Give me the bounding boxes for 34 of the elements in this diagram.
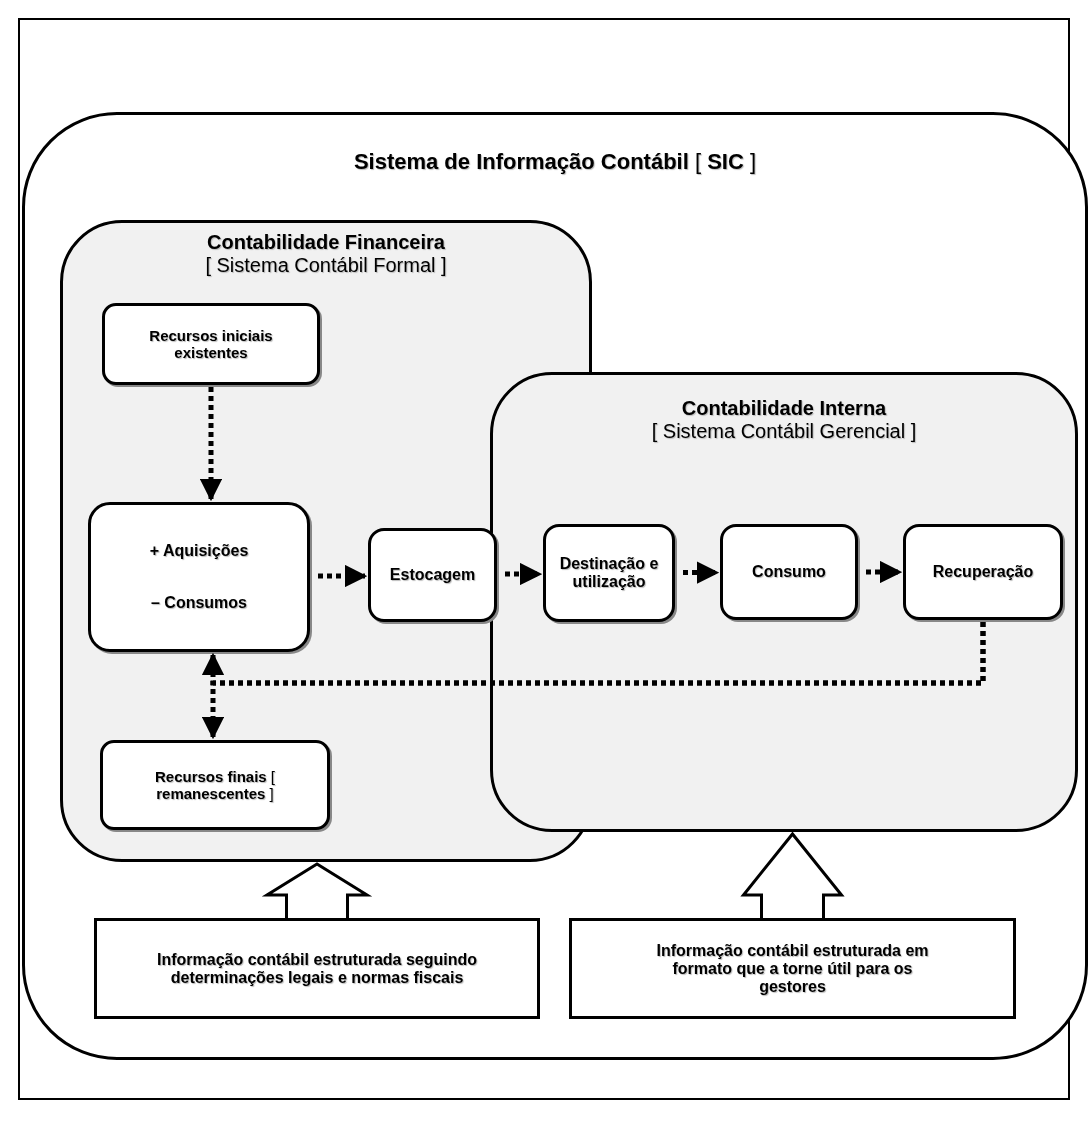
node-title: Estocagem <box>388 566 477 584</box>
node-title: Sistema de Informação Contábil [ SIC ] <box>353 149 757 175</box>
arrow <box>505 562 543 586</box>
node-title: Contabilidade Interna <box>681 397 887 420</box>
node-title: Consumo <box>751 563 827 581</box>
node-title: Contabilidade Financeira <box>207 231 445 254</box>
arrow <box>318 564 368 588</box>
node-subtitle: [ Sistema Contábil Gerencial ] <box>651 420 917 443</box>
block-arrow <box>740 831 845 920</box>
arrow <box>866 560 903 584</box>
node-title: Recursos iniciais existentes <box>148 327 274 361</box>
info-box <box>94 918 540 1019</box>
process-box <box>903 524 1063 620</box>
info-box <box>569 918 1016 1019</box>
process-box <box>543 524 675 622</box>
node-title: + Aquisições <box>148 542 250 560</box>
arrow <box>199 387 223 502</box>
arrow <box>201 622 986 740</box>
node-title: Recuperação <box>931 563 1035 581</box>
process-box <box>368 528 497 622</box>
system-region <box>22 112 1088 1060</box>
node-subtitle: – Consumos <box>150 594 248 612</box>
block-arrow <box>261 862 373 920</box>
internal-region <box>490 372 1078 832</box>
process-box <box>88 502 310 652</box>
node-title: Recursos finais [ remanescentes ] <box>153 768 277 802</box>
node-title: Destinação e utilização <box>558 555 660 591</box>
node-title: Informação contábil estruturada seguindo determinações legais e normas fiscais <box>155 950 478 987</box>
process-box <box>100 740 330 830</box>
process-box <box>102 303 320 385</box>
process-box <box>720 524 858 620</box>
arrow <box>683 561 720 584</box>
node-subtitle: [ Sistema Contábil Formal ] <box>205 254 447 277</box>
node-title: Informação contábil estruturada em formato que a torne útil para os gestores <box>655 941 930 996</box>
